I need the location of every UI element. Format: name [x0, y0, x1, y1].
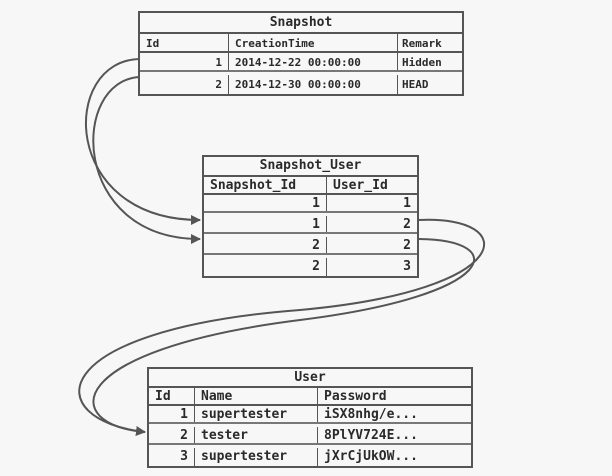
snapshot-table: Snapshot Id CreationTime Remark 1 2014-1… [138, 11, 464, 96]
header-row: Snapshot_Id User_Id [204, 177, 417, 195]
column-header: Remark [402, 37, 442, 50]
table-row: 3 supertester jXrCjUkOW... [149, 448, 471, 466]
arrow-su-row3-to-user [92, 238, 475, 433]
table-title: Snapshot [140, 13, 462, 34]
arrow-snapshot-2-to-su [92, 76, 201, 244]
column-header: User_Id [333, 178, 388, 193]
table-cell: Hidden [402, 56, 442, 69]
table-row: 2 3 [204, 258, 417, 276]
column-header: Id [140, 34, 229, 51]
table-cell: 3 [403, 259, 411, 274]
table-cell: 2 [403, 238, 411, 253]
table-row: 1 supertester iSX8nhg/e... [149, 406, 471, 424]
column-header: Id [149, 388, 195, 404]
table-cell: 2 [204, 258, 327, 276]
table-cell: 2 [204, 237, 327, 253]
snapshot-user-table: Snapshot_User Snapshot_Id User_Id 1 1 1 … [202, 155, 419, 278]
table-cell: 2014-12-30 00:00:00 [229, 75, 398, 94]
table-cell: 1 [403, 196, 411, 211]
table-row: 2 2014-12-30 00:00:00 HEAD [140, 75, 462, 94]
header-row: Id CreationTime Remark [140, 34, 462, 53]
table-row: 1 2014-12-22 00:00:00 Hidden [140, 53, 462, 72]
table-cell: 2014-12-22 00:00:00 [229, 53, 398, 70]
table-cell: iSX8nhg/e... [324, 407, 418, 422]
table-row: 2 tester 8PlYV724E... [149, 427, 471, 445]
table-cell: 2 [403, 217, 411, 232]
table-cell: 2 [149, 427, 195, 443]
table-cell: 2 [140, 75, 229, 94]
table-cell: tester [195, 427, 318, 443]
arrow-snapshot-1-to-su [85, 58, 201, 225]
column-header: CreationTime [229, 34, 398, 51]
table-cell: 1 [204, 216, 327, 232]
table-row: 2 2 [204, 237, 417, 255]
column-header: Name [195, 388, 318, 404]
header-row: Id Name Password [149, 388, 471, 406]
column-header: Snapshot_Id [204, 177, 327, 193]
table-cell: supertester [195, 448, 318, 466]
column-header: Password [324, 389, 387, 404]
arrow-su-row2-to-user [78, 218, 486, 436]
table-cell: 8PlYV724E... [324, 428, 418, 443]
table-cell: HEAD [402, 78, 429, 91]
table-row: 1 1 [204, 195, 417, 213]
table-cell: 1 [140, 53, 229, 70]
table-title: User [149, 369, 471, 388]
table-cell: 1 [149, 406, 195, 422]
table-cell: 3 [149, 448, 195, 466]
table-cell: 1 [204, 195, 327, 211]
table-cell: supertester [195, 406, 318, 422]
user-table: User Id Name Password 1 supertester iSX8… [147, 367, 473, 468]
table-title: Snapshot_User [204, 157, 417, 177]
table-row: 1 2 [204, 216, 417, 234]
table-cell: jXrCjUkOW... [324, 449, 418, 464]
